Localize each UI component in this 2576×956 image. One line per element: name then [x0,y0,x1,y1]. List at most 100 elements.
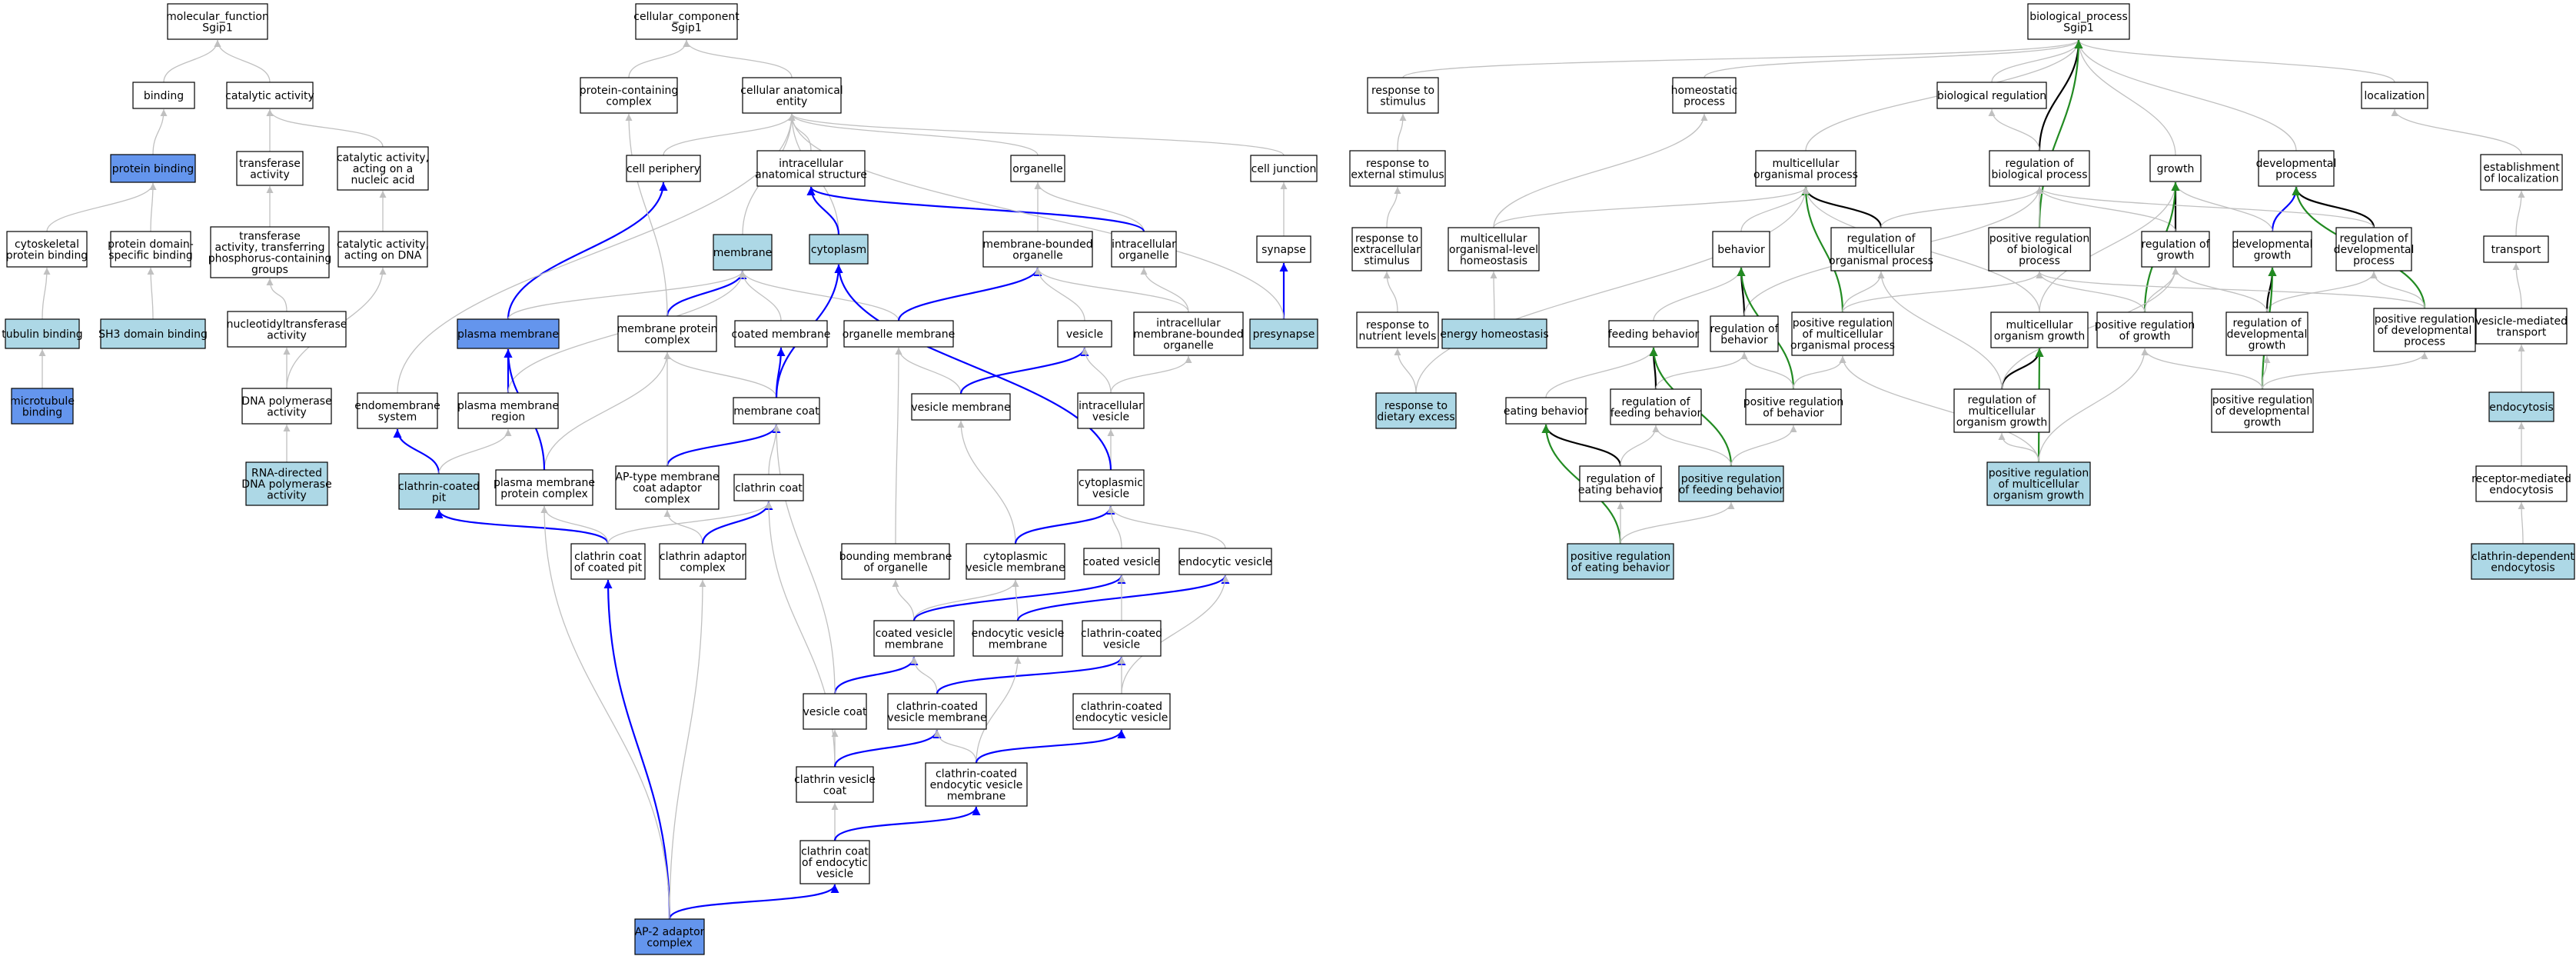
node-plasmamemb[interactable]: plasma membrane [457,318,560,349]
node-clathcoat[interactable]: clathrin coat [733,474,804,501]
node-synapse[interactable]: synapse [1256,235,1311,263]
node-orgmemb[interactable]: organelle membrane [843,320,955,348]
node-localization[interactable]: localization [2361,82,2428,109]
node-vesmemb[interactable]: vesicle membrane [911,393,1011,421]
node-tubulin[interactable]: tubulin binding [2,318,83,349]
node-membrane[interactable]: membrane [713,234,773,271]
node-organelle[interactable]: organelle [1010,155,1065,182]
node-vesicle[interactable]: vesicle [1057,320,1112,348]
node-energy[interactable]: energy homeostasis [1440,318,1549,349]
node-eating[interactable]: eating behavior [1504,397,1588,425]
node-protbind[interactable]: protein binding [110,154,196,183]
node-growth[interactable]: growth [2149,155,2202,182]
node-feeding[interactable]: feeding behavior [1608,320,1700,348]
node-membcoat[interactable]: membrane coat [733,397,820,425]
node-catact[interactable]: catalytic activity [225,82,314,109]
node-presynapse[interactable]: presynapse [1249,318,1318,349]
node-bioreg[interactable]: biological regulation [1936,82,2047,109]
node-cellperiph[interactable]: cell periphery [626,155,701,182]
node-cytoplasm[interactable]: cytoplasm [809,234,869,265]
node-catdna[interactable]: catalytic activity,acting on DNA [337,231,429,268]
node-vescoat[interactable]: vesicle coat [803,693,867,730]
node-coatedves[interactable]: coated vesicle [1083,548,1161,575]
node-celljunc[interactable]: cell junction [1250,155,1318,182]
node-coatedmemb[interactable]: coated membrane [732,320,831,348]
node-endoves[interactable]: endocytic vesicle [1178,548,1272,575]
node-binding[interactable]: binding [132,82,195,109]
node-protdomain[interactable]: protein domain-specific binding [108,231,194,268]
node-behavior[interactable]: behavior [1712,231,1770,268]
node-endocytosis[interactable]: endocytosis [2488,391,2554,422]
node-transport[interactable]: transport [2483,235,2549,263]
node-sh3[interactable]: SH3 domain binding [98,318,208,349]
